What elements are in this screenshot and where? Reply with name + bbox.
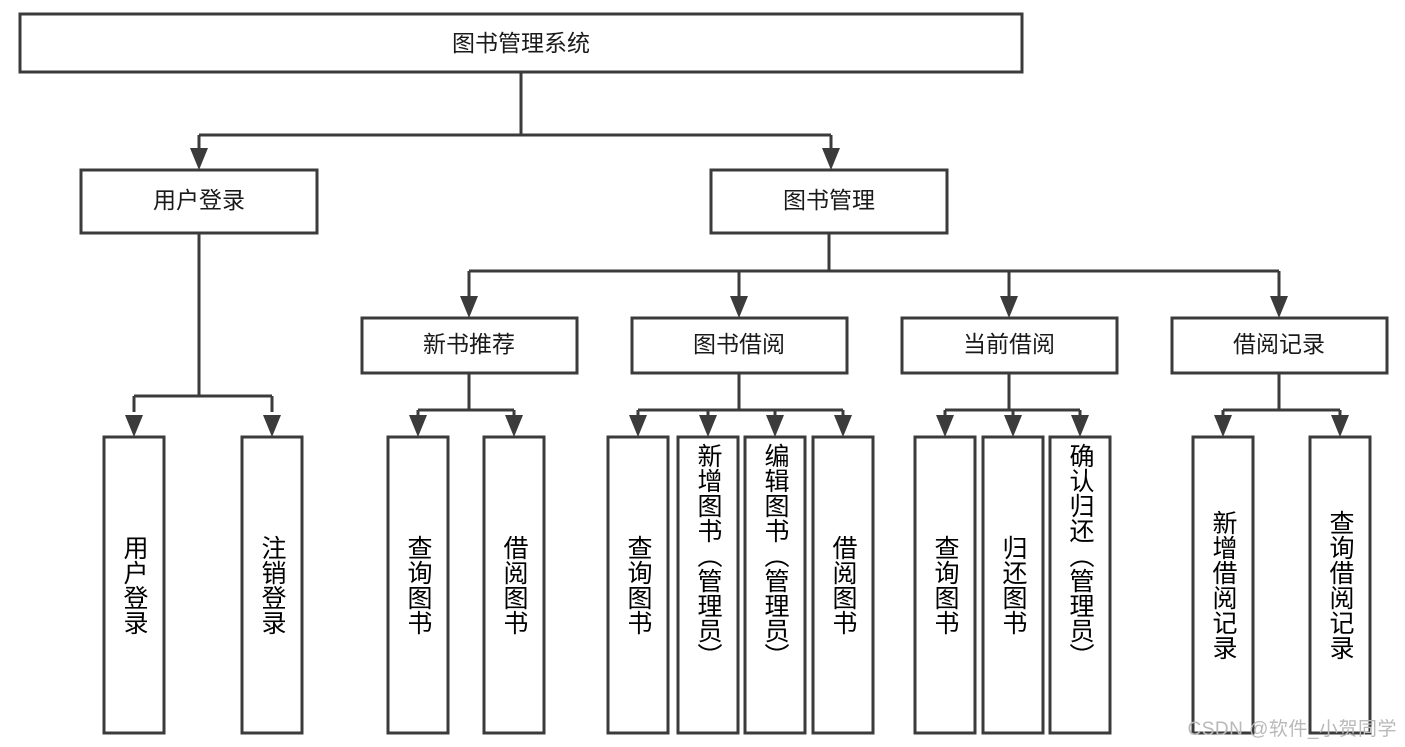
node-root-system-box[interactable] (18, 12, 1024, 74)
leaf-borrow-book-2-box[interactable] (811, 435, 875, 735)
connector-newbook-to-leaves (409, 373, 523, 437)
leaf-boxes (102, 435, 1372, 735)
arrow-icon (505, 415, 523, 437)
leaf-borrow-book-2[interactable]: 借阅图书 (813, 437, 873, 733)
node-new-book-recommend-box[interactable] (360, 316, 579, 375)
arrow-icon (125, 415, 143, 437)
leaf-user-logout-box[interactable] (240, 435, 304, 735)
leaf-user-login-label: 用户登录 (120, 535, 148, 635)
leaf-confirm-return-box[interactable] (1048, 435, 1112, 735)
arrow-icon (409, 415, 427, 437)
leaf-query-record[interactable]: 查询借阅记录 (1310, 437, 1370, 733)
arrow-icon (1000, 296, 1018, 318)
arrow-icon (263, 415, 281, 437)
arrow-icon (936, 415, 954, 437)
node-current-borrow-box[interactable] (900, 316, 1119, 375)
leaf-confirm-return[interactable]: 确认归还（管理员） (1050, 437, 1110, 733)
leaf-query-book-2[interactable]: 查询图书 (608, 437, 668, 733)
leaf-edit-book-label: 编辑图书（管理员） (761, 443, 789, 668)
leaf-user-logout[interactable]: 注销登录 (242, 437, 302, 733)
arrow-icon (822, 148, 840, 170)
leaf-query-record-label: 查询借阅记录 (1326, 510, 1354, 660)
node-current-borrow[interactable]: 当前借阅 (900, 316, 1119, 375)
node-user-login-box[interactable] (79, 168, 319, 235)
node-book-borrow-label: 图书借阅 (693, 331, 785, 357)
leaf-user-login[interactable]: 用户登录 (104, 437, 164, 733)
leaf-add-book[interactable]: 新增图书（管理员） (678, 437, 738, 733)
node-borrow-record[interactable]: 借阅记录 (1170, 316, 1389, 375)
arrow-icon (766, 415, 784, 437)
leaf-add-record-box[interactable] (1191, 435, 1255, 735)
arrow-icon (1214, 415, 1232, 437)
node-book-manage-box[interactable] (709, 168, 949, 235)
leaf-return-book[interactable]: 归还图书 (983, 437, 1043, 733)
node-book-borrow[interactable]: 图书借阅 (630, 316, 849, 375)
connector-bookmanage-to-level3 (460, 233, 1288, 318)
leaf-add-record-label: 新增借阅记录 (1209, 510, 1237, 660)
leaf-borrow-book-2-label: 借阅图书 (829, 535, 857, 635)
arrow-icon (1331, 415, 1349, 437)
arrow-icon (834, 415, 852, 437)
node-book-manage[interactable]: 图书管理 (709, 168, 949, 235)
node-root-system-label: 图书管理系统 (452, 30, 590, 56)
arrow-icon (460, 296, 478, 318)
node-borrow-record-label: 借阅记录 (1233, 331, 1325, 357)
connector-borrowrecord-to-leaves (1214, 373, 1349, 437)
connector-currentborrow-to-leaves (936, 373, 1089, 437)
node-new-book-recommend-label: 新书推荐 (423, 331, 515, 357)
node-book-manage-label: 图书管理 (783, 187, 875, 213)
leaf-add-record[interactable]: 新增借阅记录 (1193, 437, 1253, 733)
leaf-borrow-book-1-label: 借阅图书 (500, 535, 528, 635)
leaf-query-book-3[interactable]: 查询图书 (915, 437, 975, 733)
leaf-user-logout-label: 注销登录 (258, 535, 286, 635)
connector-root-to-level2 (190, 72, 840, 170)
leaf-borrow-book-1[interactable]: 借阅图书 (484, 437, 544, 733)
node-root-system[interactable]: 图书管理系统 (18, 12, 1024, 74)
arrow-icon (730, 296, 748, 318)
arrow-icon (699, 415, 717, 437)
leaf-query-book-1[interactable]: 查询图书 (388, 437, 448, 733)
node-borrow-record-box[interactable] (1170, 316, 1389, 375)
leaf-query-record-box[interactable] (1308, 435, 1372, 735)
arrow-icon (1004, 415, 1022, 437)
arrow-icon (190, 148, 208, 170)
node-user-login[interactable]: 用户登录 (79, 168, 319, 235)
leaf-return-book-box[interactable] (981, 435, 1045, 735)
leaf-query-book-3-box[interactable] (913, 435, 977, 735)
leaf-user-login-box[interactable] (102, 435, 166, 735)
connector-userlogin-to-leaves (125, 233, 281, 437)
leaf-query-book-2-label: 查询图书 (624, 535, 652, 635)
leaf-return-book-label: 归还图书 (999, 535, 1027, 635)
connector-bookborrow-to-leaves (629, 373, 852, 437)
arrow-icon (1270, 296, 1288, 318)
node-current-borrow-label: 当前借阅 (963, 331, 1055, 357)
leaf-confirm-return-label: 确认归还（管理员） (1066, 443, 1094, 668)
arrow-icon (629, 415, 647, 437)
leaf-query-book-3-label: 查询图书 (931, 535, 959, 635)
leaf-query-book-1-label: 查询图书 (404, 535, 432, 635)
arrow-icon (1071, 415, 1089, 437)
leaf-edit-book[interactable]: 编辑图书（管理员） (745, 437, 805, 733)
leaf-borrow-book-1-box[interactable] (482, 435, 546, 735)
node-user-login-label: 用户登录 (153, 187, 245, 213)
leaf-add-book-label: 新增图书（管理员） (694, 443, 722, 668)
leaf-query-book-2-box[interactable] (606, 435, 670, 735)
node-book-borrow-box[interactable] (630, 316, 849, 375)
leaf-edit-book-box[interactable] (743, 435, 807, 735)
leaf-add-book-box[interactable] (676, 435, 740, 735)
node-new-book-recommend[interactable]: 新书推荐 (360, 316, 579, 375)
leaf-query-book-1-box[interactable] (386, 435, 450, 735)
